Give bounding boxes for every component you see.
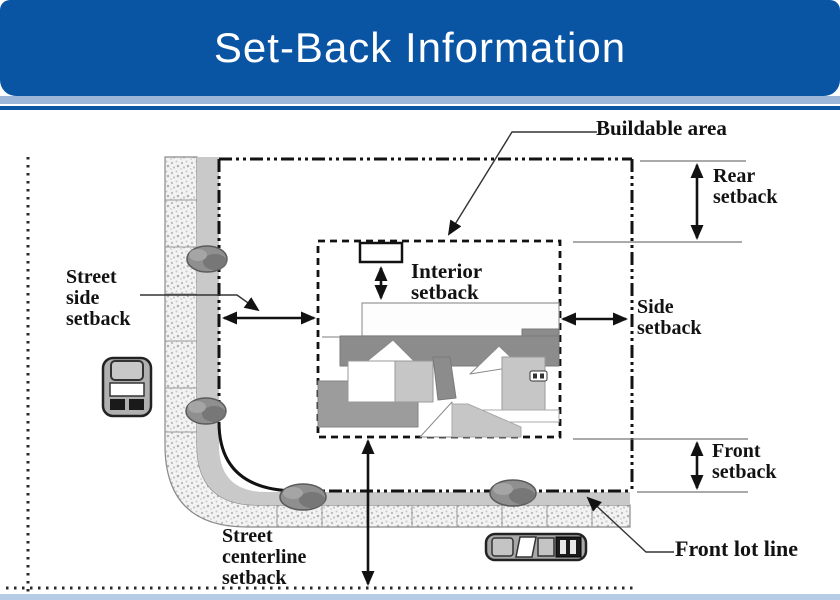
side-setback-label: Side setback [637, 296, 702, 339]
front-lot-line-leader [586, 496, 674, 553]
buildable-area-label: Buildable area [596, 116, 727, 140]
measure-arrows [222, 163, 704, 586]
car-top-view-bottom [484, 532, 588, 562]
banner-underline-dark [0, 106, 840, 110]
house-roof-plan [317, 302, 560, 438]
bottom-edge-strip [0, 594, 840, 600]
front-lot-line-label: Front lot line [675, 536, 799, 561]
bush [489, 479, 537, 507]
street-side-leader [140, 294, 260, 312]
street-side-setback-label: Street side setback [66, 266, 131, 330]
bush [185, 397, 227, 425]
page-title: Set-Back Information [213, 24, 627, 71]
front-setback-label: Front setback [712, 440, 777, 483]
street-centerline-setback-label: Street centerline setback [222, 525, 307, 589]
buildable-area-leader [447, 131, 597, 236]
car-top-view-left [101, 356, 153, 418]
rear-setback-label: Rear setback [713, 165, 778, 208]
leader-lines [140, 131, 674, 553]
title-banner [0, 0, 840, 96]
lot-line [217, 157, 634, 493]
bushes [185, 245, 537, 511]
bush [186, 245, 228, 273]
banner-underline-light [0, 96, 840, 104]
interior-setback-label: Interior setback [411, 259, 483, 304]
street-centerline [6, 157, 636, 598]
extension-lines [573, 160, 748, 493]
bush [279, 483, 327, 511]
accessory-structure [358, 241, 404, 264]
roof-vent [529, 370, 548, 382]
